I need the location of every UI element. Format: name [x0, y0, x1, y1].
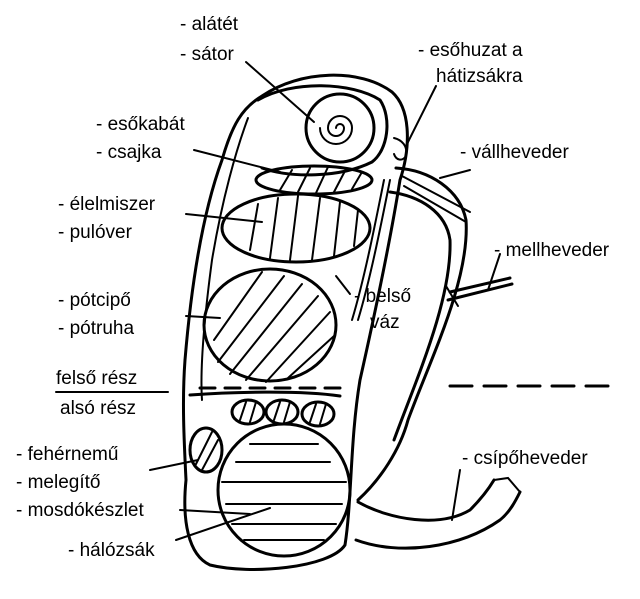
label-halozsak: - hálózsák [68, 540, 155, 561]
label-felso-resz: felső rész [56, 368, 137, 389]
sleeping-bag-circle [216, 422, 352, 558]
shoes-clothes-bundle [202, 267, 338, 383]
leader-lines [149, 61, 501, 541]
label-esohuzat-line2: hátizsákra [436, 66, 523, 87]
backpack-lid [256, 84, 389, 177]
label-belso-vaz-line1: - belső [354, 286, 411, 307]
backpack-outline [181, 73, 409, 571]
label-also-resz: alsó rész [60, 398, 136, 419]
label-vallheveder: - vállheveder [460, 142, 569, 163]
side-pocket-bundle [188, 426, 224, 474]
label-mellheveder: - mellheveder [494, 240, 610, 261]
label-fehernemu: - fehérnemű [16, 444, 118, 465]
tent-spiral-roll [304, 92, 376, 164]
label-mosdokeszlet: - mosdókészlet [16, 500, 144, 521]
label-csipoheveder: - csípőheveder [462, 448, 588, 469]
food-sweater-bundle [220, 192, 372, 264]
labels: - alátét - sátor - esőhuzat a hátizsákra… [16, 14, 610, 561]
chest-strap [445, 276, 514, 307]
label-csajka: - csajka [96, 142, 162, 163]
label-potruha: - pótruha [58, 318, 134, 339]
label-belso-vaz-line2: váz [370, 312, 400, 333]
label-esohuzat-line1: - esőhuzat a [418, 40, 523, 61]
small-items-row [230, 398, 336, 428]
label-melegito: - melegítő [16, 472, 100, 493]
internal-frame [351, 179, 391, 321]
label-elelmiszer: - élelmiszer [58, 194, 156, 215]
label-esokabat: - esőkabát [96, 114, 185, 135]
label-pulover: - pulóver [58, 222, 133, 243]
rain-cover-loop [393, 137, 408, 161]
label-sator: - sátor [180, 44, 235, 65]
hip-belt [354, 476, 522, 550]
shoulder-strap [356, 166, 471, 502]
label-potcipo: - pótcipő [58, 290, 131, 311]
label-alatet: - alátét [180, 14, 239, 35]
